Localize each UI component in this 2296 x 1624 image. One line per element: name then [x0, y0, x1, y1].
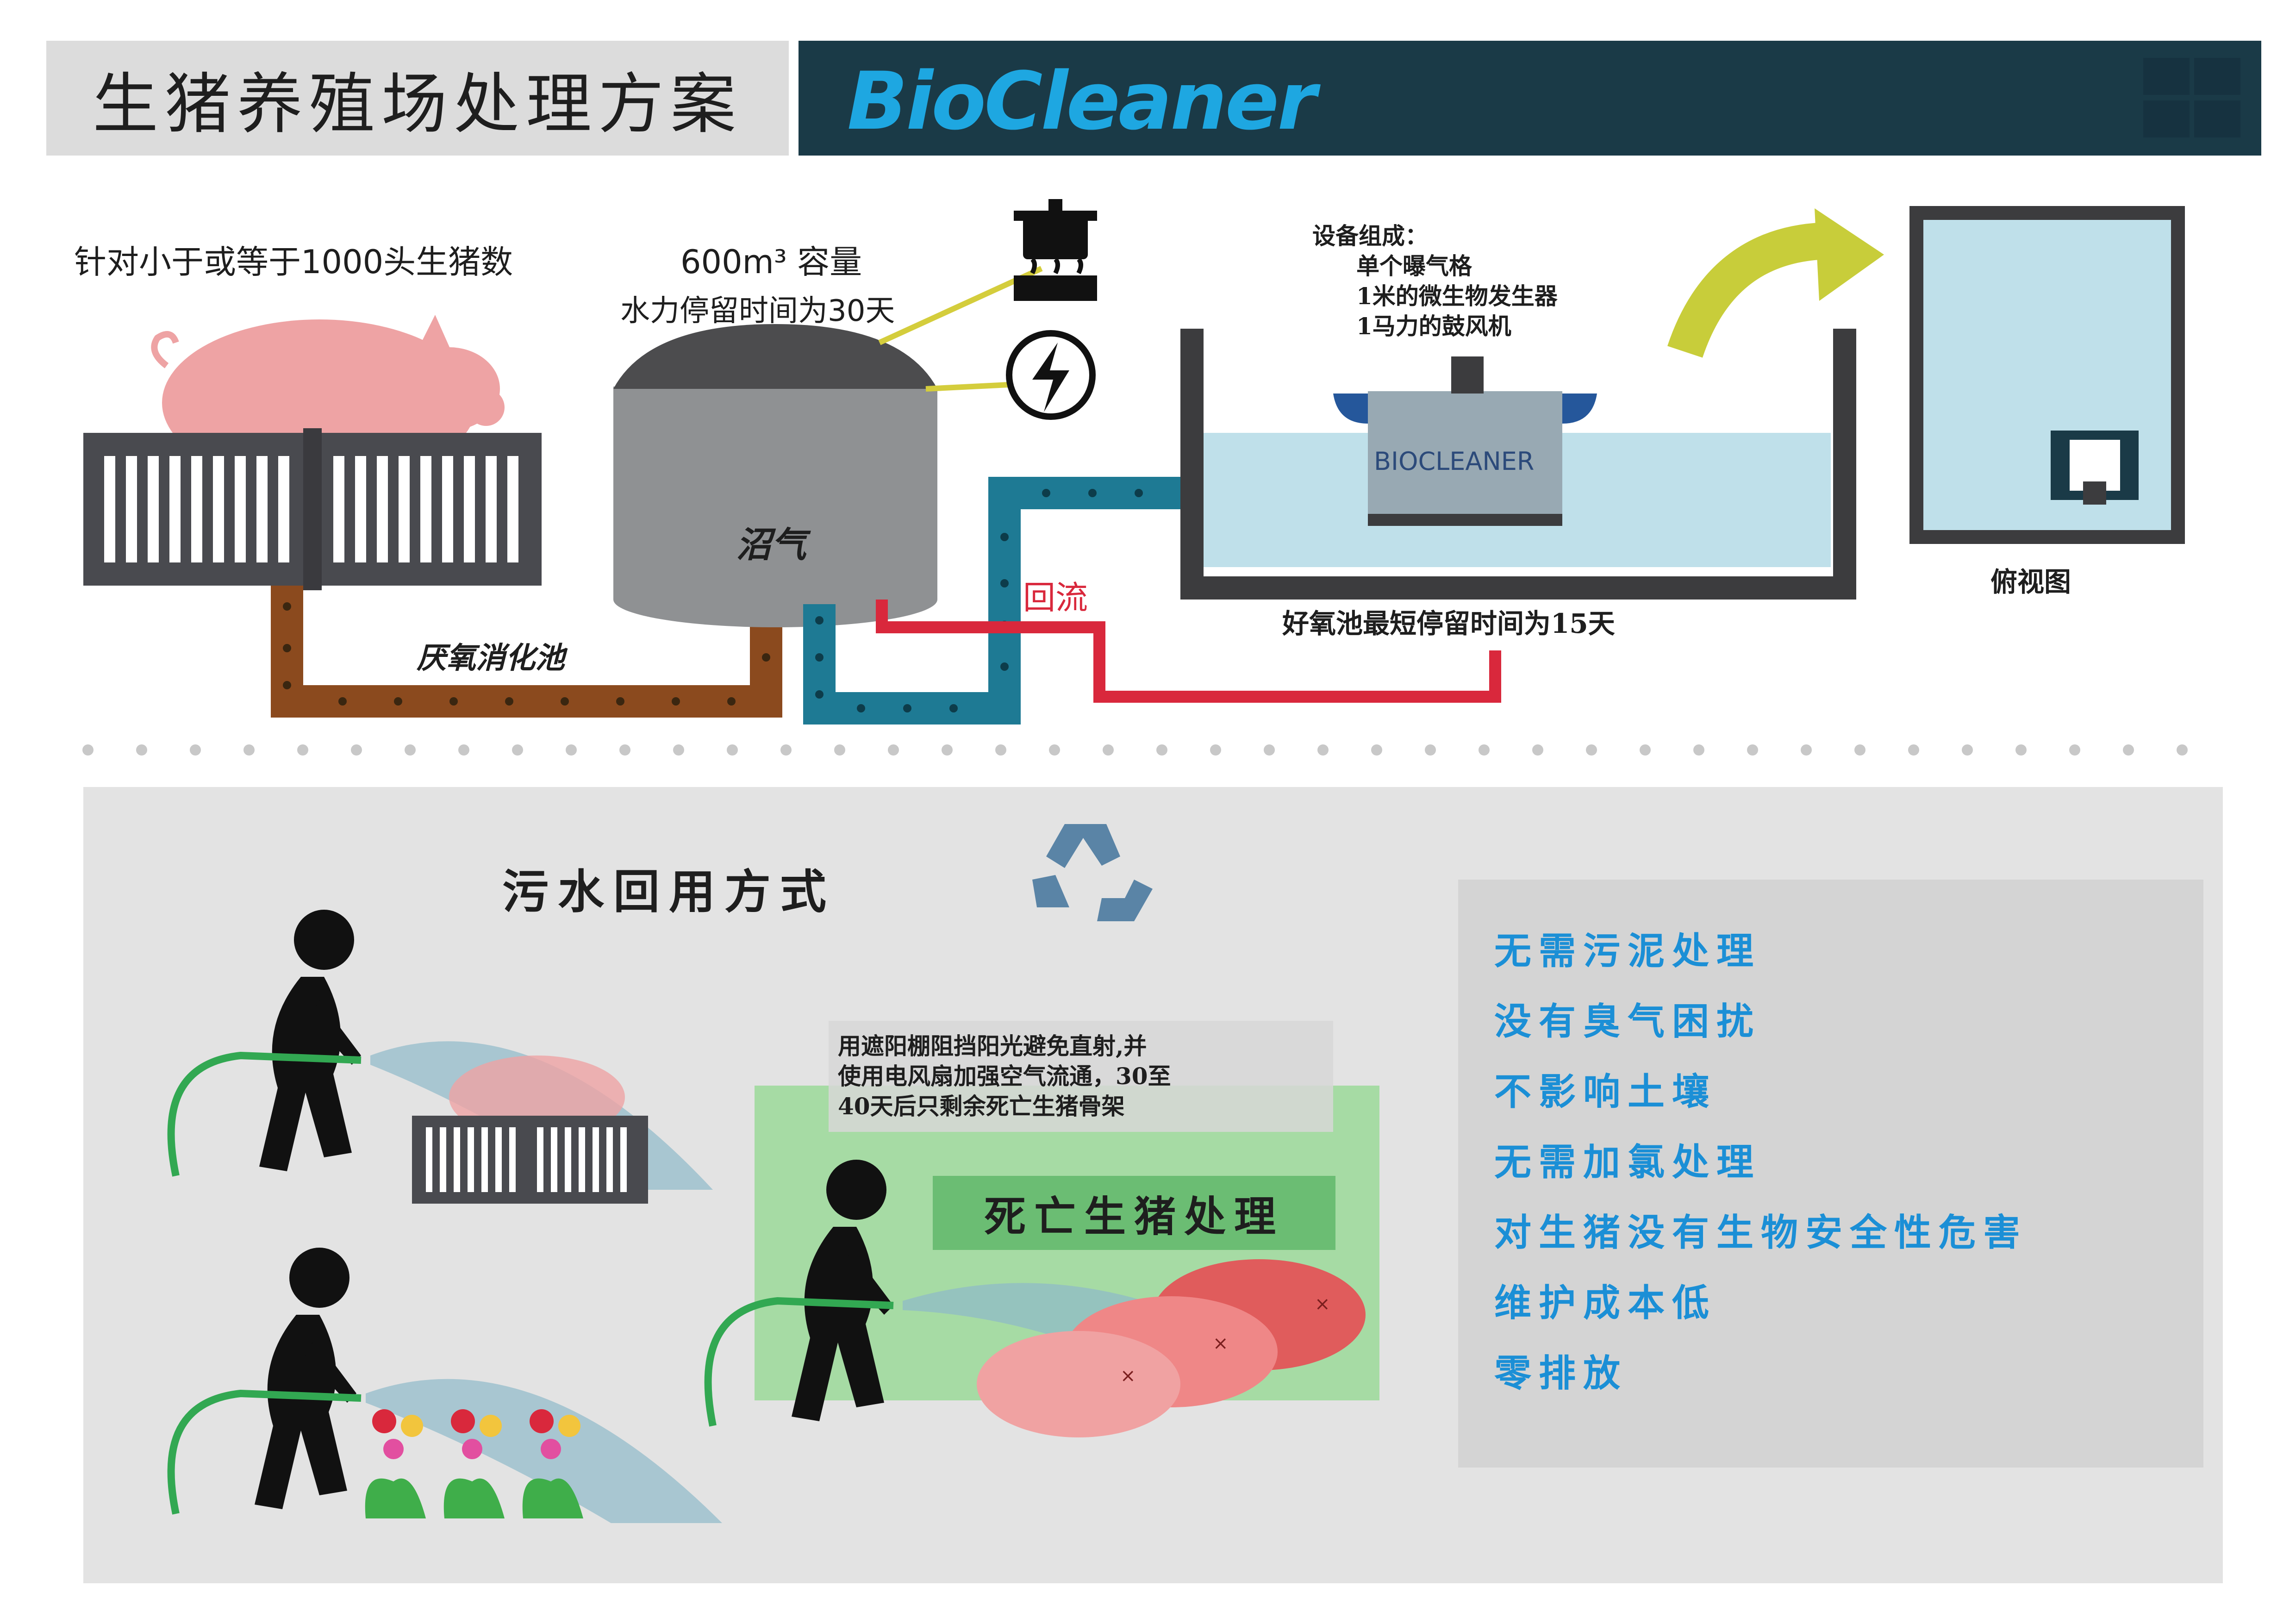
benefit-item: 对生猪没有生物安全性危害	[1494, 1211, 2028, 1254]
benefit-item: 零排放	[1494, 1351, 1628, 1395]
digester-tank	[613, 324, 937, 627]
anaerobic-digester-label: 厌氧消化池	[417, 641, 565, 675]
svg-text:×: ×	[1315, 1293, 1330, 1315]
dead-pig-label: 死亡生猪处理	[984, 1192, 1284, 1241]
red-return-pipe	[876, 600, 1501, 703]
worker-figure	[259, 910, 361, 1171]
device-label: BIOCLEANER	[1374, 447, 1535, 476]
biogas-label: 沼气	[736, 524, 806, 565]
svg-text:×: ×	[1120, 1365, 1136, 1387]
process-diagram	[82, 199, 2188, 756]
equipment-item: 1马力的鼓风机	[1356, 312, 1511, 340]
dead-pig-label-box: 死亡生猪处理	[933, 1176, 1335, 1250]
return-flow-label: 回流	[1023, 579, 1088, 617]
top-view-label: 俯视图	[1990, 566, 2071, 598]
dotted-separator	[82, 744, 2188, 756]
svg-text:×: ×	[1213, 1333, 1229, 1354]
flower-icon	[365, 1409, 583, 1518]
note-line: 用遮阳棚阻挡阳光避免直射,并	[838, 1032, 1147, 1060]
equipment-item: 1米的微生物发生器	[1356, 282, 1558, 310]
benefit-item: 维护成本低	[1494, 1281, 1716, 1324]
benefit-item: 没有臭气困扰	[1494, 999, 1761, 1043]
arrow-icon	[1815, 208, 1884, 301]
header-title-box: 生猪养殖场处理方案	[46, 41, 789, 156]
equipment-title: 设备组成：	[1312, 222, 1428, 250]
pig-count-note: 针对小于或等于1000头生猪数	[74, 243, 513, 281]
note-box	[829, 1021, 1333, 1132]
brown-pipe	[271, 586, 782, 718]
benefit-item: 无需污泥处理	[1494, 929, 1761, 973]
teal-pipe	[803, 477, 1187, 725]
note-line: 使用电风扇加强空气流通，30至	[838, 1062, 1171, 1090]
reuse-title: 污水回用方式	[502, 864, 836, 919]
benefits-box	[1458, 880, 2203, 1468]
worker-figure	[255, 1248, 356, 1509]
aerobic-tank	[1180, 329, 1856, 600]
top-view-tank	[1909, 206, 2185, 544]
brand-logo: BioCleaner	[847, 55, 1316, 148]
header-brand-bar	[799, 41, 2261, 156]
grid-icon	[2143, 58, 2240, 137]
capacity-label: 600m³ 容量	[680, 243, 862, 281]
retention-label: 水力停留时间为30天	[620, 294, 895, 328]
recycle-icon	[1032, 824, 1153, 921]
cooking-pot-icon	[1014, 199, 1097, 301]
note-line: 40天后只剩余死亡生猪骨架	[838, 1093, 1125, 1120]
dead-pig-figure: × × ×	[977, 1259, 1366, 1437]
aerobic-retention-note: 好氧池最短停留时间为15天	[1282, 608, 1615, 639]
reuse-illustrations: × × ×	[167, 824, 1366, 1523]
page-title: 生猪养殖场处理方案	[93, 66, 742, 143]
slatted-floor-fence	[83, 428, 542, 590]
benefit-item: 不影响土壤	[1494, 1070, 1716, 1113]
equipment-item: 单个曝气格	[1356, 252, 1472, 280]
worker-figure	[792, 1160, 893, 1421]
lightning-bolt-icon	[1006, 330, 1096, 420]
benefit-item: 无需加氯处理	[1494, 1140, 1761, 1184]
